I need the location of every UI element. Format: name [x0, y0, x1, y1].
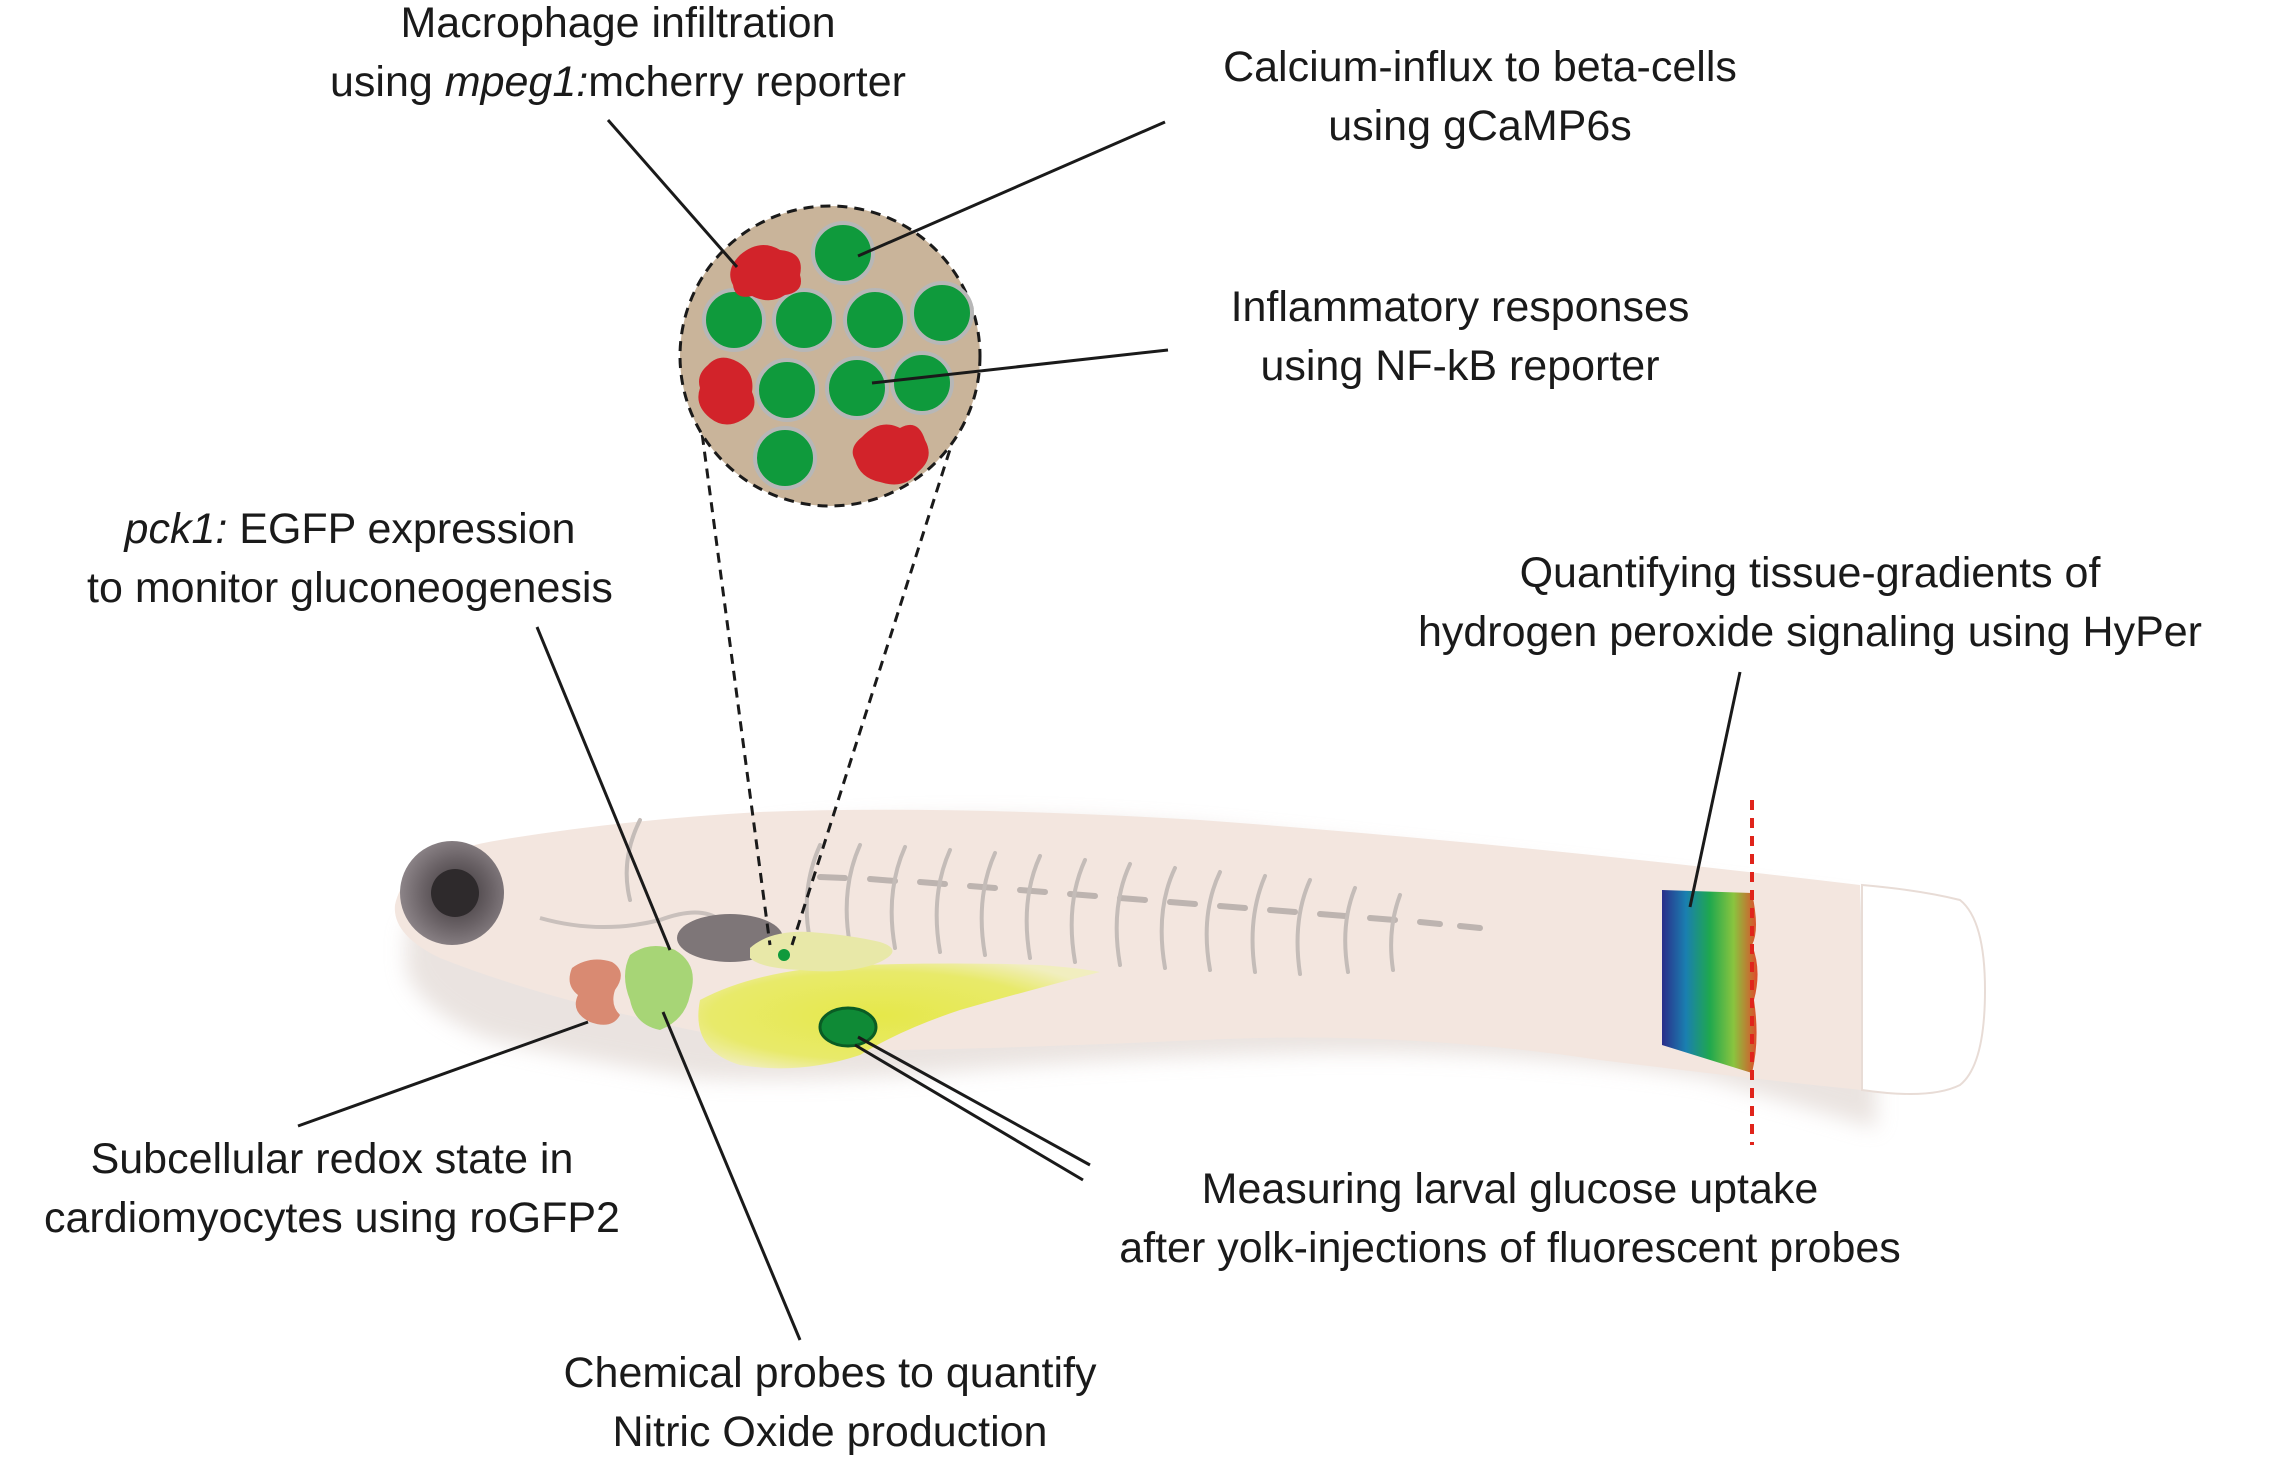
leader-redox [297, 1020, 589, 1128]
label-macrophage: Macrophage infiltration using mpeg1:mche… [0, 0, 1236, 112]
label-nitric-line1: Chemical probes to quantify [563, 1349, 1097, 1397]
label-hyper: Quantifying tissue-gradients of hydrogen… [1380, 544, 2240, 662]
eye-pupil [431, 869, 479, 917]
label-calcium-line1: Calcium-influx to beta-cells [1223, 43, 1737, 91]
tail-fin [1861, 883, 1987, 1095]
label-glucose-line2: after yolk-injections of fluorescent pro… [1119, 1224, 1901, 1272]
myotomes [624, 818, 1402, 976]
label-redox-line1: Subcellular redox state in [90, 1135, 574, 1183]
head-line [539, 910, 722, 929]
label-macrophage-line1: Macrophage infiltration [400, 0, 836, 47]
label-glucose-line1: Measuring larval glucose uptake [1201, 1165, 1819, 1213]
leader-glucose-b [854, 1043, 1084, 1182]
leader-pck1 [535, 626, 672, 951]
label-macrophage-line2: using mpeg1:mcherry reporter [330, 58, 906, 106]
heart-region [569, 959, 621, 1025]
label-nitric-line2: Nitric Oxide production [612, 1408, 1048, 1456]
label-glucose: Measuring larval glucose uptake after yo… [1040, 1160, 1980, 1278]
label-inflammatory-line1: Inflammatory responses [1230, 283, 1690, 331]
label-pck1-line2: to monitor gluconeogenesis [87, 564, 613, 612]
zoom-circle [678, 204, 982, 508]
label-inflammatory: Inflammatory responses using NF-kB repor… [1160, 278, 1760, 396]
label-pck1: pck1: EGFP expression to monitor glucone… [20, 500, 680, 618]
pancreas-region [750, 931, 893, 972]
label-redox-line2: cardiomyocytes using roGFP2 [44, 1194, 620, 1242]
label-hyper-line1: Quantifying tissue-gradients of [1519, 549, 2101, 597]
label-calcium-line2: using gCaMP6s [1328, 102, 1632, 150]
label-inflammatory-line2: using NF-kB reporter [1260, 342, 1660, 390]
liver-region [625, 946, 693, 1030]
label-nitric: Chemical probes to quantify Nitric Oxide… [490, 1344, 1170, 1462]
macrophages [698, 245, 929, 485]
leader-lines [297, 119, 1742, 1341]
label-redox: Subcellular redox state in cardiomyocyte… [0, 1130, 664, 1248]
zoom-lines [698, 417, 962, 946]
leader-calcium [857, 120, 1166, 258]
hyper-gradient-band [1662, 890, 1758, 1073]
leader-nitric [661, 1011, 802, 1341]
leader-glucose-a [857, 1035, 1091, 1167]
beta-cells [702, 221, 974, 490]
label-calcium: Calcium-influx to beta-cells using gCaMP… [1180, 38, 1780, 156]
leader-hyper [1688, 671, 1742, 908]
label-pck1-line1: pck1: EGFP expression [124, 505, 576, 553]
glucose-injection-site [818, 1006, 878, 1048]
yolk [698, 963, 1100, 1069]
label-hyper-line2: hydrogen peroxide signaling using HyPer [1417, 608, 2203, 656]
leader-inflammatory [871, 348, 1169, 385]
islet-dot [778, 949, 790, 961]
leader-macrophage [606, 119, 739, 268]
